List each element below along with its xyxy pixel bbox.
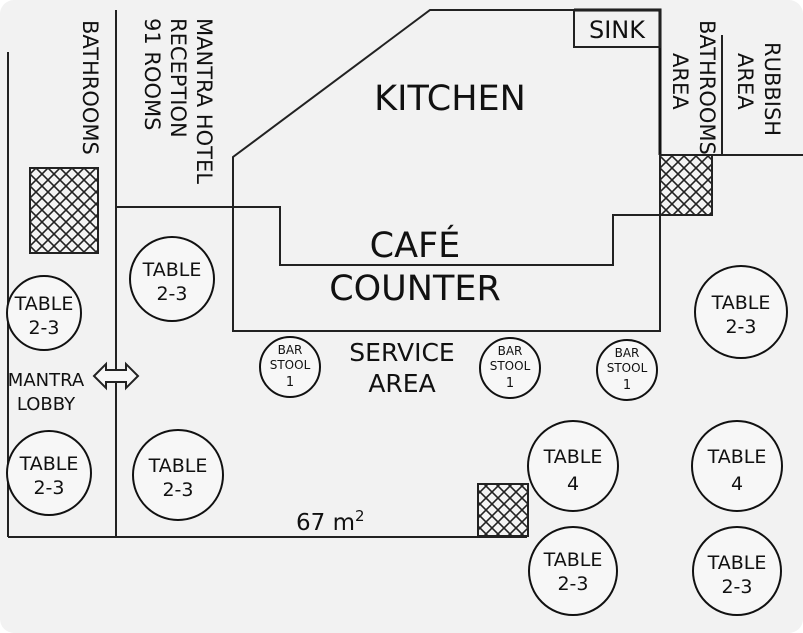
mantra-lobby-label-line1: MANTRA [8, 370, 85, 391]
bathrooms-label: BATHROOMS [78, 20, 102, 155]
stool-label: BAR [498, 344, 523, 358]
table-label: TABLE [19, 453, 79, 475]
counter-outline [116, 206, 660, 266]
area-label: 67 m2 [296, 507, 365, 536]
column-left [29, 167, 99, 254]
table-t3[interactable]: TABLE 2-3 [6, 430, 92, 516]
double-arrow-icon [92, 361, 140, 391]
stool-label: STOOL [270, 358, 311, 372]
area-value: 67 m [296, 510, 355, 536]
service-area-label-line2: AREA [368, 369, 435, 398]
cafe-counter-label-line1: CAFÉ [370, 224, 461, 266]
table-label: TABLE [148, 455, 208, 477]
table-t2[interactable]: TABLE 2-3 [129, 236, 215, 322]
bathrooms-area-label-line2: AREA [668, 53, 692, 110]
rubbish-area-label-line2: AREA [733, 53, 757, 110]
table-t6[interactable]: TABLE 4 [527, 420, 619, 512]
table-capacity: 2-3 [721, 576, 752, 598]
bar-stool-s3[interactable]: BAR STOOL 1 [596, 339, 658, 401]
bar-stool-s2[interactable]: BAR STOOL 1 [479, 337, 541, 399]
table-label: TABLE [711, 292, 771, 314]
table-capacity: 4 [567, 473, 579, 495]
table-t4[interactable]: TABLE 2-3 [132, 429, 224, 521]
mantra-lobby-label-line2: LOBBY [17, 394, 76, 415]
table-capacity: 2-3 [725, 316, 756, 338]
table-t7[interactable]: TABLE 2-3 [528, 526, 618, 616]
table-capacity: 2-3 [33, 477, 64, 499]
table-label: TABLE [707, 446, 767, 468]
mantra-hotel-label-line3: 91 ROOMS [140, 18, 164, 131]
stool-label: BAR [278, 343, 303, 357]
service-area-label-line1: SERVICE [349, 338, 454, 367]
column-bottom [477, 483, 529, 537]
table-label: TABLE [142, 259, 202, 281]
sink-box [573, 9, 661, 48]
table-capacity: 2-3 [162, 479, 193, 501]
table-label: TABLE [543, 446, 603, 468]
table-t5[interactable]: TABLE 2-3 [694, 265, 788, 359]
table-label: TABLE [543, 549, 603, 571]
sink-label: SINK [589, 16, 646, 44]
table-label: TABLE [707, 552, 767, 574]
stool-capacity: 1 [286, 375, 294, 390]
table-capacity: 4 [731, 473, 743, 495]
stool-label: BAR [615, 346, 640, 360]
table-capacity: 2-3 [28, 317, 59, 339]
table-capacity: 2-3 [557, 573, 588, 595]
stool-label: STOOL [607, 361, 648, 375]
bathrooms-area-label-line1: BATHROOMS [695, 20, 719, 155]
area-exponent: 2 [355, 507, 365, 525]
table-t8[interactable]: TABLE 4 [691, 420, 783, 512]
mantra-hotel-label-line2: RECEPTION [166, 18, 190, 138]
table-label: TABLE [14, 293, 74, 315]
table-t1[interactable]: TABLE 2-3 [6, 275, 82, 351]
kitchen-label: KITCHEN [374, 79, 526, 119]
table-capacity: 2-3 [156, 283, 187, 305]
rubbish-area-label-line1: RUBBISH [760, 42, 784, 136]
mantra-hotel-label-line1: MANTRA HOTEL [192, 18, 216, 184]
bar-stool-s1[interactable]: BAR STOOL 1 [259, 336, 321, 398]
stool-capacity: 1 [623, 378, 631, 393]
cafe-counter-label-line2: COUNTER [329, 269, 501, 309]
stool-capacity: 1 [506, 376, 514, 391]
column-right [659, 154, 713, 216]
table-t9[interactable]: TABLE 2-3 [692, 526, 782, 616]
stool-label: STOOL [490, 359, 531, 373]
